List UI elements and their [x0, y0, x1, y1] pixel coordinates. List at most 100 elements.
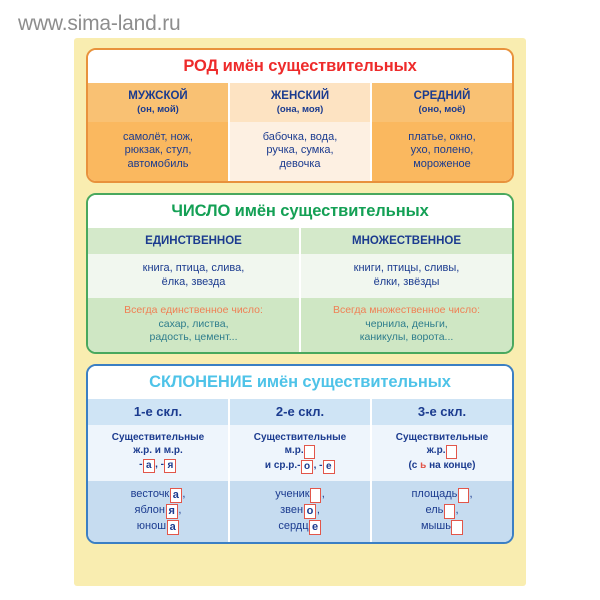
stem-yunosh: юнош — [136, 520, 167, 533]
number-examples-plural: книги, птицы, сливы, ёлки, звёзды — [301, 254, 512, 299]
stem-yablon: яблон — [134, 504, 166, 517]
watermark: www.sima-land.ru — [18, 12, 181, 35]
declension-rule-second: Существительные м.р. и ср.р.-о, -е — [230, 424, 372, 482]
number-note-plural: Всегда множественное число: чернила, ден… — [301, 298, 512, 352]
stem-serdc: сердц — [278, 520, 309, 533]
ending-box-ploshchad-zero — [457, 488, 469, 504]
gender-header-masculine-sub: (он, мой) — [137, 104, 179, 116]
declension-rule-third: Существительные ж.р. (с ь на конце) — [372, 424, 512, 482]
ending-box-zveno: о — [303, 504, 317, 520]
section-gender: РОД имён существительных МУЖСКОЙ (он, мо… — [86, 48, 514, 184]
number-header-singular: ЕДИНСТВЕННОЕ — [88, 228, 301, 255]
section-declension-title: СКЛОНЕНИЕ имён существительных — [88, 365, 512, 399]
declension-examples-third: площадь, ель, мышь — [372, 481, 512, 543]
gender-header-neuter: СРЕДНИЙ (оно, моё) — [372, 83, 512, 122]
number-examples-singular: книга, птица, слива, ёлка, звезда — [88, 254, 301, 299]
section-number-title: ЧИСЛО имён существительных — [88, 195, 512, 229]
declension-rule-first-line1: Существительные — [111, 431, 205, 443]
ending-box-yablonya: я — [165, 504, 178, 520]
declension-rule-second-line3: и ср.р.-о, -е — [233, 459, 367, 475]
gender-examples-row: самолёт, нож, рюкзак, стул, автомобиль б… — [88, 121, 512, 182]
gender-examples-neuter: платье, окно, ухо, полено, мороженое — [372, 121, 512, 182]
gender-header-feminine-sub: (она, моя) — [276, 104, 324, 116]
ending-box-ya: я — [164, 458, 177, 473]
declension-rule-third-note-pre: (с — [408, 460, 421, 472]
section-number-title-rest: имён существительных — [230, 202, 429, 221]
declension-example-el: ель, — [375, 503, 509, 520]
section-declension: СКЛОНЕНИЕ имён существительных 1-е скл. … — [86, 363, 514, 545]
gender-header-neuter-sub: (оно, моё) — [418, 104, 466, 116]
declension-rule-second-gender: м.р. — [284, 445, 304, 457]
number-note-singular-text: сахар, листва, радость, цемент... — [149, 318, 238, 343]
ending-box-el-zero — [443, 504, 455, 520]
declension-header-first: 1-е скл. — [88, 398, 230, 425]
declension-rule-first-mid: , - — [155, 458, 164, 470]
declension-rule-first: Существительные ж.р. и м.р. -а, -я — [88, 424, 230, 482]
gender-examples-feminine: бабочка, вода, ручка, сумка, девочка — [230, 121, 372, 182]
number-note-plural-label: Всегда множественное число: — [332, 304, 481, 317]
number-note-singular-label: Всегда единственное число: — [124, 304, 263, 317]
section-declension-title-rest: имён существительных — [252, 372, 451, 391]
number-header-plural: МНОЖЕСТВЕННОЕ — [301, 228, 512, 255]
declension-header-third: 3-е скл. — [372, 398, 512, 425]
section-gender-title: РОД имён существительных — [88, 50, 512, 84]
stem-vestochk: весточк — [130, 488, 170, 501]
declension-header-second: 2-е скл. — [230, 398, 372, 425]
number-notes-row: Всегда единственное число: сахар, листва… — [88, 298, 512, 352]
declension-rule-first-line2: ж.р. и м.р. — [133, 445, 183, 457]
ending-box-mysh-zero — [451, 520, 463, 536]
gender-header-feminine-label: ЖЕНСКИЙ — [270, 90, 330, 103]
gender-header-masculine: МУЖСКОЙ (он, мой) — [88, 83, 230, 122]
stem-el: ель — [425, 504, 444, 517]
gender-header-row: МУЖСКОЙ (он, мой) ЖЕНСКИЙ (она, моя) СРЕ… — [88, 83, 512, 122]
declension-rule-second-line2: м.р. — [233, 444, 367, 460]
declension-rules-row: Существительные ж.р. и м.р. -а, -я Сущес… — [88, 424, 512, 482]
declension-rule-third-gender: ж.р. — [426, 445, 446, 457]
ending-box-zero-feminine — [445, 445, 457, 460]
gender-header-feminine: ЖЕНСКИЙ (она, моя) — [230, 83, 372, 122]
ending-box-zero-masculine — [304, 445, 315, 460]
stem-uchenik: ученик — [275, 488, 310, 501]
section-gender-title-accent: РОД — [183, 57, 219, 75]
declension-rule-third-note-post: на конце) — [426, 460, 476, 472]
declension-rule-third-line3: (с ь на конце) — [375, 459, 509, 473]
declension-rule-first-line3: -а, -я — [91, 458, 225, 473]
ending-box-o: о — [301, 460, 314, 475]
declension-rule-third-line2: ж.р. — [375, 444, 509, 460]
stem-mysh: мышь — [420, 520, 451, 533]
ending-box-yunosha: а — [166, 520, 179, 536]
soft-sign-glyph: ь — [420, 460, 427, 472]
declension-header-row: 1-е скл. 2-е скл. 3-е скл. — [88, 398, 512, 425]
declension-example-mysh: мышь — [375, 519, 509, 536]
declension-rule-second-prefix: и ср.р.- — [264, 460, 301, 472]
number-examples-row: книга, птица, слива, ёлка, звезда книги,… — [88, 254, 512, 299]
declension-example-ploshchad: площадь, — [375, 487, 509, 504]
number-header-row: ЕДИНСТВЕННОЕ МНОЖЕСТВЕННОЕ — [88, 228, 512, 255]
declension-rule-second-mid: , - — [313, 460, 323, 472]
ending-box-vestochka: а — [169, 488, 182, 504]
gender-examples-masculine: самолёт, нож, рюкзак, стул, автомобиль — [88, 121, 230, 182]
section-gender-title-rest: имён существительных — [218, 57, 417, 75]
stem-ploshchad: площадь — [411, 488, 458, 501]
number-note-plural-text: чернила, деньги, каникулы, ворота... — [359, 318, 454, 343]
ending-box-serdce: е — [309, 520, 322, 536]
gender-header-neuter-label: СРЕДНИЙ — [413, 90, 471, 103]
section-number: ЧИСЛО имён существительных ЕДИНСТВЕННОЕ … — [86, 193, 514, 354]
section-declension-title-accent: СКЛОНЕНИЕ — [149, 372, 253, 391]
ending-box-e: е — [323, 460, 335, 475]
number-note-singular: Всегда единственное число: сахар, листва… — [88, 298, 301, 352]
ending-box-a: а — [143, 458, 155, 473]
stem-zven: звен — [280, 504, 304, 517]
ending-box-uchenik-zero — [310, 488, 322, 504]
poster: РОД имён существительных МУЖСКОЙ (он, мо… — [74, 38, 526, 586]
declension-rule-second-line1: Существительные — [253, 431, 347, 443]
section-number-title-accent: ЧИСЛО — [171, 202, 231, 221]
